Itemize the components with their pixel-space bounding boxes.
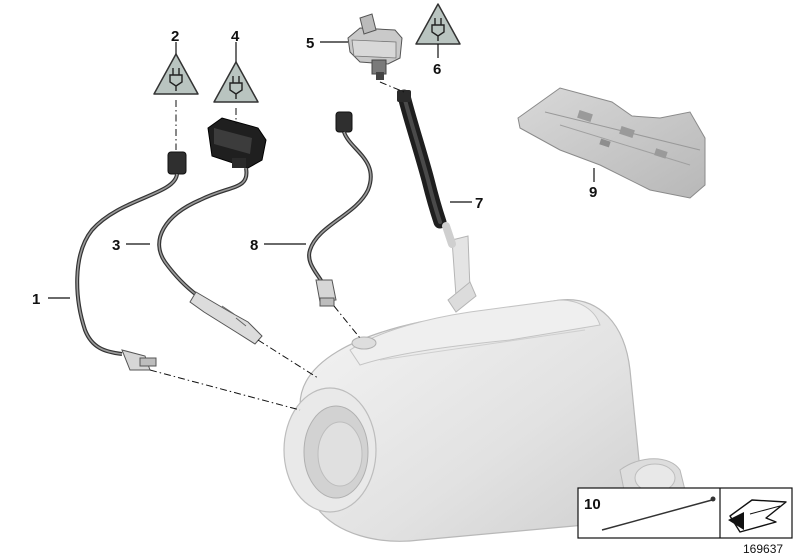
assembly-lines bbox=[149, 81, 405, 411]
callout-10: 10 bbox=[584, 496, 601, 513]
callout-4: 4 bbox=[231, 28, 240, 45]
pressure-sensor bbox=[347, 13, 403, 80]
electrical-warning-icon bbox=[415, 3, 461, 45]
electrical-warning-icon bbox=[153, 53, 199, 95]
inset-box: 10 bbox=[577, 487, 793, 539]
callout-1: 1 bbox=[32, 291, 40, 308]
callout-8: 8 bbox=[250, 237, 258, 254]
document-number: 169637 bbox=[743, 542, 783, 556]
callout-6: 6 bbox=[433, 61, 441, 78]
oxygen-sensor bbox=[157, 117, 267, 345]
exhaust-temp-sensor-1 bbox=[75, 151, 187, 371]
callout-5: 5 bbox=[306, 35, 314, 52]
bracket-plate bbox=[517, 87, 706, 199]
callout-7: 7 bbox=[475, 195, 483, 212]
leader-lines bbox=[48, 41, 595, 299]
callout-9: 9 bbox=[589, 184, 597, 201]
arrow-icon bbox=[728, 499, 787, 533]
callout-2: 2 bbox=[171, 28, 179, 45]
exhaust-temp-sensor-2 bbox=[307, 111, 373, 307]
electrical-warning-icon bbox=[213, 61, 259, 103]
pressure-hose bbox=[397, 89, 456, 248]
particulate-filter bbox=[283, 235, 691, 542]
cable-tie bbox=[601, 496, 716, 531]
callout-3: 3 bbox=[112, 237, 120, 254]
